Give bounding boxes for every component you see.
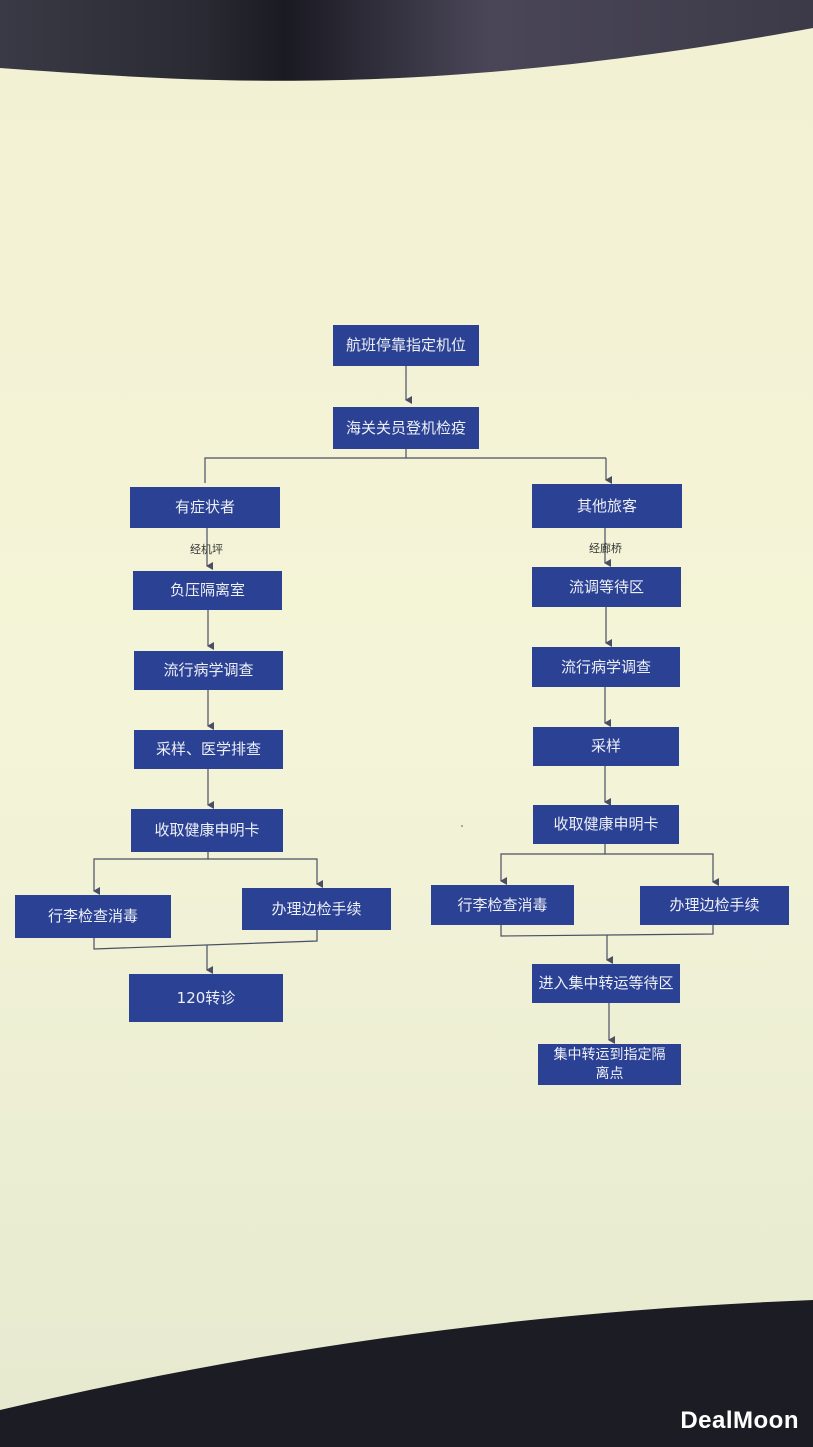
- node-flight-parking: 航班停靠指定机位: [333, 325, 479, 366]
- paper-speck: [461, 825, 463, 827]
- node-right-sampling: 采样: [533, 727, 679, 766]
- node-right-health-card: 收取健康申明卡: [533, 805, 679, 844]
- node-waiting-area: 流调等待区: [532, 567, 681, 607]
- paper-shape: [0, 28, 813, 1410]
- dealmoon-watermark: DealMoon: [680, 1407, 799, 1434]
- node-left-health-card: 收取健康申明卡: [131, 809, 283, 852]
- node-left-sampling: 采样、医学排查: [134, 730, 283, 769]
- node-left-epi-survey: 流行病学调查: [134, 651, 283, 690]
- node-right-luggage: 行李检查消毒: [431, 885, 574, 925]
- edge-label-apron: 经机坪: [190, 543, 223, 556]
- node-central-waiting: 进入集中转运等待区: [532, 964, 680, 1003]
- edge-left-merge: [93, 930, 318, 950]
- node-other-passengers: 其他旅客: [532, 484, 682, 528]
- node-negative-pressure-room: 负压隔离室: [133, 571, 282, 610]
- node-right-epi-survey: 流行病学调查: [532, 647, 680, 687]
- node-left-border: 办理边检手续: [242, 888, 391, 930]
- edge-right-split-r: [605, 853, 719, 886]
- node-right-border: 办理边检手续: [640, 886, 789, 925]
- edge-left-split: [93, 852, 209, 895]
- node-central-transfer: 集中转运到指定隔离点: [538, 1044, 681, 1085]
- node-symptomatic: 有症状者: [130, 487, 280, 528]
- edge-customs-split: [204, 449, 407, 483]
- node-left-luggage: 行李检查消毒: [15, 895, 171, 938]
- edge-label-bridge: 经廊桥: [589, 542, 622, 555]
- node-120-transfer: 120转诊: [129, 974, 283, 1022]
- edge-right-split: [500, 844, 606, 885]
- node-customs-boarding: 海关关员登机检疫: [333, 407, 479, 449]
- edge-left-split-r: [208, 858, 323, 888]
